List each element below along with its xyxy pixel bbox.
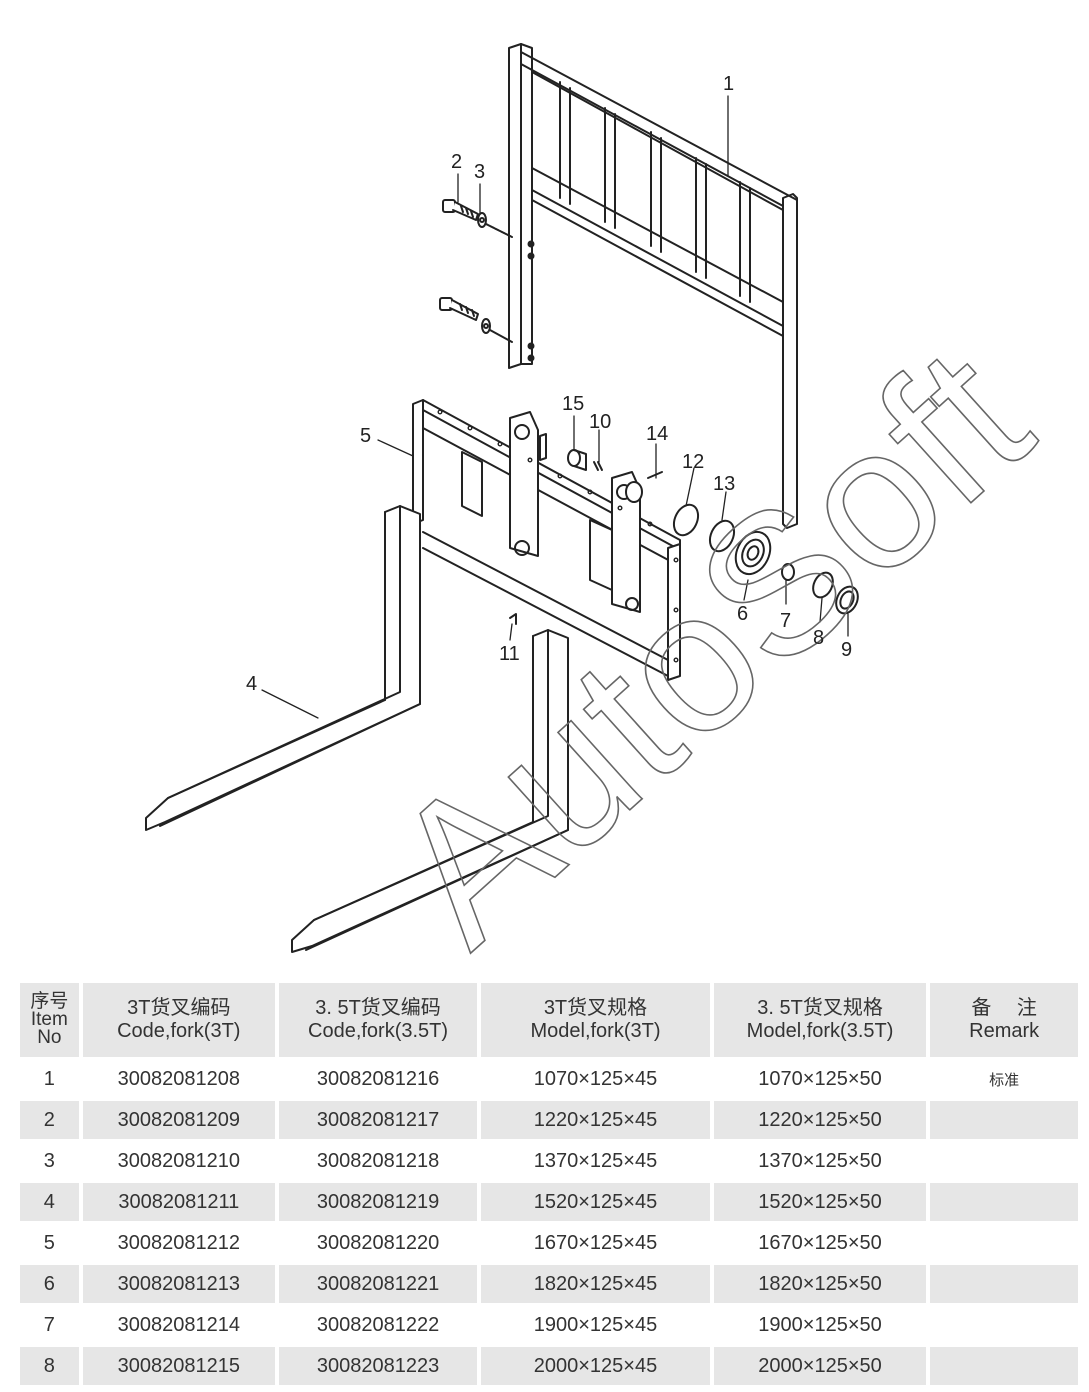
cell-item-no: 8 bbox=[20, 1347, 79, 1385]
cell-model-3t: 1370×125×45 bbox=[533, 1149, 658, 1172]
cell-code-3t: 30082081211 bbox=[82, 1183, 275, 1221]
cell-code-35t: 30082081216 bbox=[316, 1067, 440, 1090]
callout-8: 8 bbox=[813, 627, 824, 649]
table-row: 3 30082081210 30082081218 1370×125×45 13… bbox=[20, 1142, 1078, 1180]
cell-item-no: 6 bbox=[20, 1265, 79, 1303]
cell-remark bbox=[930, 1183, 1078, 1221]
cell-model-3t: 1070×125×45 bbox=[533, 1067, 658, 1090]
callout-3: 3 bbox=[474, 161, 485, 183]
callout-11: 11 bbox=[499, 643, 520, 665]
roller-and-rings-drawing bbox=[672, 503, 859, 615]
callout-14: 14 bbox=[646, 423, 668, 445]
bolt-and-washer-drawing bbox=[439, 199, 513, 343]
cell-model-3t: 1670×125×45 bbox=[533, 1231, 658, 1254]
callout-7: 7 bbox=[780, 610, 791, 632]
cell-remark bbox=[930, 1306, 1078, 1344]
cell-model-3t: 1900×125×45 bbox=[533, 1313, 658, 1336]
cell-remark bbox=[930, 1224, 1078, 1262]
header-item-no: 序号 Item No bbox=[20, 983, 79, 1057]
cell-model-35t: 1220×125×50 bbox=[713, 1101, 927, 1139]
fork-carriage-drawing bbox=[412, 399, 681, 681]
cell-code-3t: 30082081210 bbox=[117, 1149, 240, 1172]
callout-10: 10 bbox=[589, 411, 611, 433]
forks-drawing bbox=[145, 505, 569, 953]
exploded-parts-diagram: AutoSoft 1 2 3 4 5 6 7 8 9 10 11 12 13 1… bbox=[145, 43, 1070, 968]
cell-item-no: 4 bbox=[20, 1183, 79, 1221]
pin-and-bushing-drawing bbox=[509, 433, 663, 625]
cell-remark bbox=[930, 1142, 1078, 1180]
cell-code-3t: 30082081209 bbox=[82, 1101, 275, 1139]
cell-remark bbox=[930, 1265, 1078, 1303]
cell-model-35t: 1900×125×50 bbox=[758, 1313, 882, 1336]
diagram-svg: AutoSoft 1 2 3 4 5 6 7 8 9 10 11 12 13 1… bbox=[145, 43, 1070, 968]
callout-12: 12 bbox=[682, 451, 704, 473]
cell-remark bbox=[930, 1101, 1078, 1139]
cell-item-no: 1 bbox=[43, 1067, 55, 1090]
cell-remark bbox=[930, 1347, 1078, 1385]
callout-5: 5 bbox=[360, 425, 371, 447]
fork-specification-table: 序号 Item No 3T货叉编码 Code,fork(3T) 3. 5T货叉编… bbox=[16, 980, 1082, 1388]
cell-item-no: 5 bbox=[43, 1231, 55, 1254]
cell-model-3t: 2000×125×45 bbox=[481, 1347, 710, 1385]
cell-code-35t: 30082081219 bbox=[278, 1183, 478, 1221]
cell-code-35t: 30082081220 bbox=[316, 1231, 440, 1254]
load-backrest-drawing bbox=[508, 43, 798, 529]
cell-model-3t: 1220×125×45 bbox=[481, 1101, 710, 1139]
cell-model-3t: 1520×125×45 bbox=[481, 1183, 710, 1221]
cell-code-3t: 30082081212 bbox=[117, 1231, 240, 1254]
cell-code-3t: 30082081208 bbox=[117, 1067, 240, 1090]
table-header-row: 序号 Item No 3T货叉编码 Code,fork(3T) 3. 5T货叉编… bbox=[20, 983, 1078, 1057]
callout-6: 6 bbox=[737, 603, 748, 625]
cell-code-35t: 30082081221 bbox=[278, 1265, 478, 1303]
header-code-35t: 3. 5T货叉编码 Code,fork(3.5T) bbox=[278, 983, 478, 1057]
cell-item-no: 2 bbox=[20, 1101, 79, 1139]
leader-lines bbox=[261, 95, 849, 719]
cell-model-35t: 1370×125×50 bbox=[758, 1149, 882, 1172]
callout-9: 9 bbox=[841, 639, 852, 661]
cell-model-35t: 1520×125×50 bbox=[713, 1183, 927, 1221]
cell-model-35t: 1670×125×50 bbox=[758, 1231, 882, 1254]
table-row: 7 30082081214 30082081222 1900×125×45 19… bbox=[20, 1306, 1078, 1344]
cell-code-3t: 30082081213 bbox=[82, 1265, 275, 1303]
cell-code-3t: 30082081215 bbox=[82, 1347, 275, 1385]
cell-model-35t: 1070×125×50 bbox=[758, 1067, 882, 1090]
cell-code-35t: 30082081217 bbox=[278, 1101, 478, 1139]
cell-item-no: 3 bbox=[43, 1149, 55, 1172]
callout-13: 13 bbox=[713, 473, 735, 495]
table-row: 2 30082081209 30082081217 1220×125×45 12… bbox=[20, 1101, 1078, 1139]
header-code-3t: 3T货叉编码 Code,fork(3T) bbox=[82, 983, 275, 1057]
cell-item-no: 7 bbox=[43, 1313, 55, 1336]
callout-2: 2 bbox=[451, 151, 462, 173]
callout-15: 15 bbox=[562, 393, 584, 415]
table-row: 5 30082081212 30082081220 1670×125×45 16… bbox=[20, 1224, 1078, 1262]
cell-code-35t: 30082081222 bbox=[316, 1313, 440, 1336]
watermark-text: AutoSoft bbox=[350, 306, 1069, 968]
cell-code-35t: 30082081218 bbox=[316, 1149, 440, 1172]
header-model-35t: 3. 5T货叉规格 Model,fork(3.5T) bbox=[713, 983, 927, 1057]
cell-remark: 标准 bbox=[989, 1071, 1020, 1089]
cell-code-35t: 30082081223 bbox=[278, 1347, 478, 1385]
header-model-3t: 3T货叉规格 Model,fork(3T) bbox=[481, 983, 710, 1057]
cell-code-3t: 30082081214 bbox=[117, 1313, 240, 1336]
cell-model-3t: 1820×125×45 bbox=[481, 1265, 710, 1303]
callout-1: 1 bbox=[723, 73, 734, 95]
table-row: 4 30082081211 30082081219 1520×125×45 15… bbox=[20, 1183, 1078, 1221]
header-remark: 备 注 Remark bbox=[930, 983, 1078, 1057]
table-row: 8 30082081215 30082081223 2000×125×45 20… bbox=[20, 1347, 1078, 1385]
cell-model-35t: 1820×125×50 bbox=[713, 1265, 927, 1303]
table-row: 1 30082081208 30082081216 1070×125×45 10… bbox=[20, 1060, 1078, 1098]
table-row: 6 30082081213 30082081221 1820×125×45 18… bbox=[20, 1265, 1078, 1303]
cell-model-35t: 2000×125×50 bbox=[713, 1347, 927, 1385]
callout-4: 4 bbox=[246, 673, 257, 695]
